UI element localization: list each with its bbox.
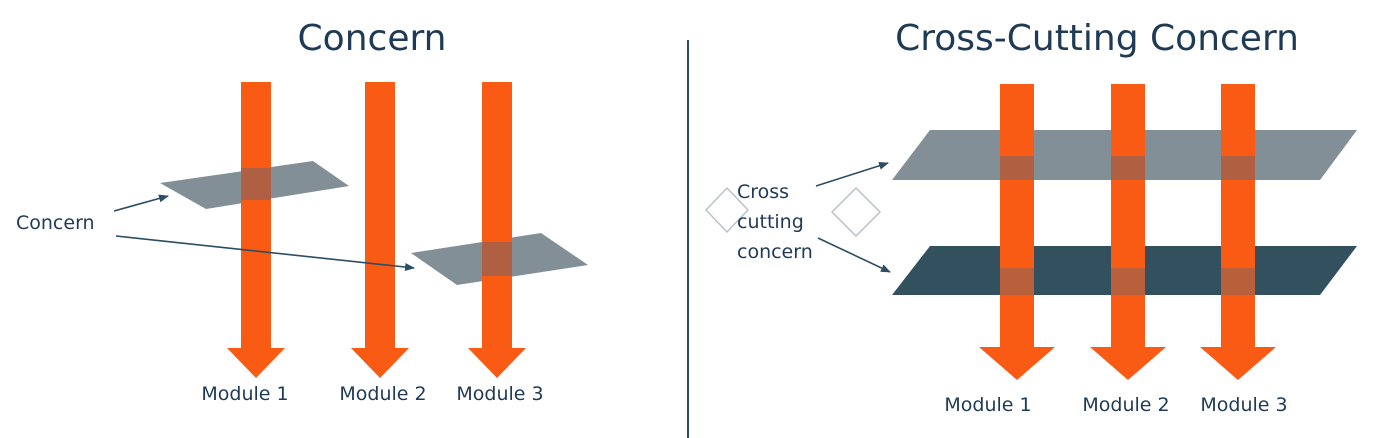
crosscut-pointer-2 (817, 237, 891, 273)
module-arrow-1 (979, 84, 1055, 380)
module-arrow-3 (1200, 84, 1276, 380)
crosscut-label-line-1: Cross (737, 181, 789, 203)
concern-pointer-2 (115, 235, 415, 272)
overlap-tint (482, 242, 512, 276)
right-title: Cross-Cutting Concern (895, 18, 1299, 59)
overlap-tint (241, 168, 271, 200)
left-title: Concern (298, 18, 447, 59)
right-module-label-1: Module 1 (944, 394, 1031, 416)
overlap-tint (1111, 268, 1145, 295)
left-module-label-1: Module 1 (201, 383, 288, 405)
module-arrow-2 (1090, 84, 1166, 380)
left-module-label-2: Module 2 (339, 383, 426, 405)
crosscut-label-line-3: concern (737, 241, 813, 263)
crosscut-label: Cross cutting concern (737, 181, 813, 263)
overlap-tint (1000, 156, 1034, 180)
overlap-tint (1111, 156, 1145, 180)
module-arrow-3 (468, 82, 526, 378)
overlap-tint (1221, 268, 1255, 295)
right-module-label-2: Module 2 (1082, 394, 1169, 416)
diamond-icon (705, 186, 749, 234)
diamond-icon (831, 187, 881, 237)
concern-pointer-1 (113, 194, 169, 212)
right-module-arrows (979, 84, 1276, 380)
right-module-label-3: Module 3 (1200, 394, 1287, 416)
crosscut-pointer-1 (815, 161, 889, 187)
module-arrow-1 (227, 82, 285, 378)
crosscut-label-line-2: cutting (737, 211, 804, 233)
left-module-label-3: Module 3 (456, 383, 543, 405)
overlap-tint (1000, 268, 1034, 295)
concern-label: Concern (16, 212, 95, 234)
overlap-tint (1221, 156, 1255, 180)
module-arrow-2 (351, 82, 409, 378)
left-module-arrows (227, 82, 526, 378)
